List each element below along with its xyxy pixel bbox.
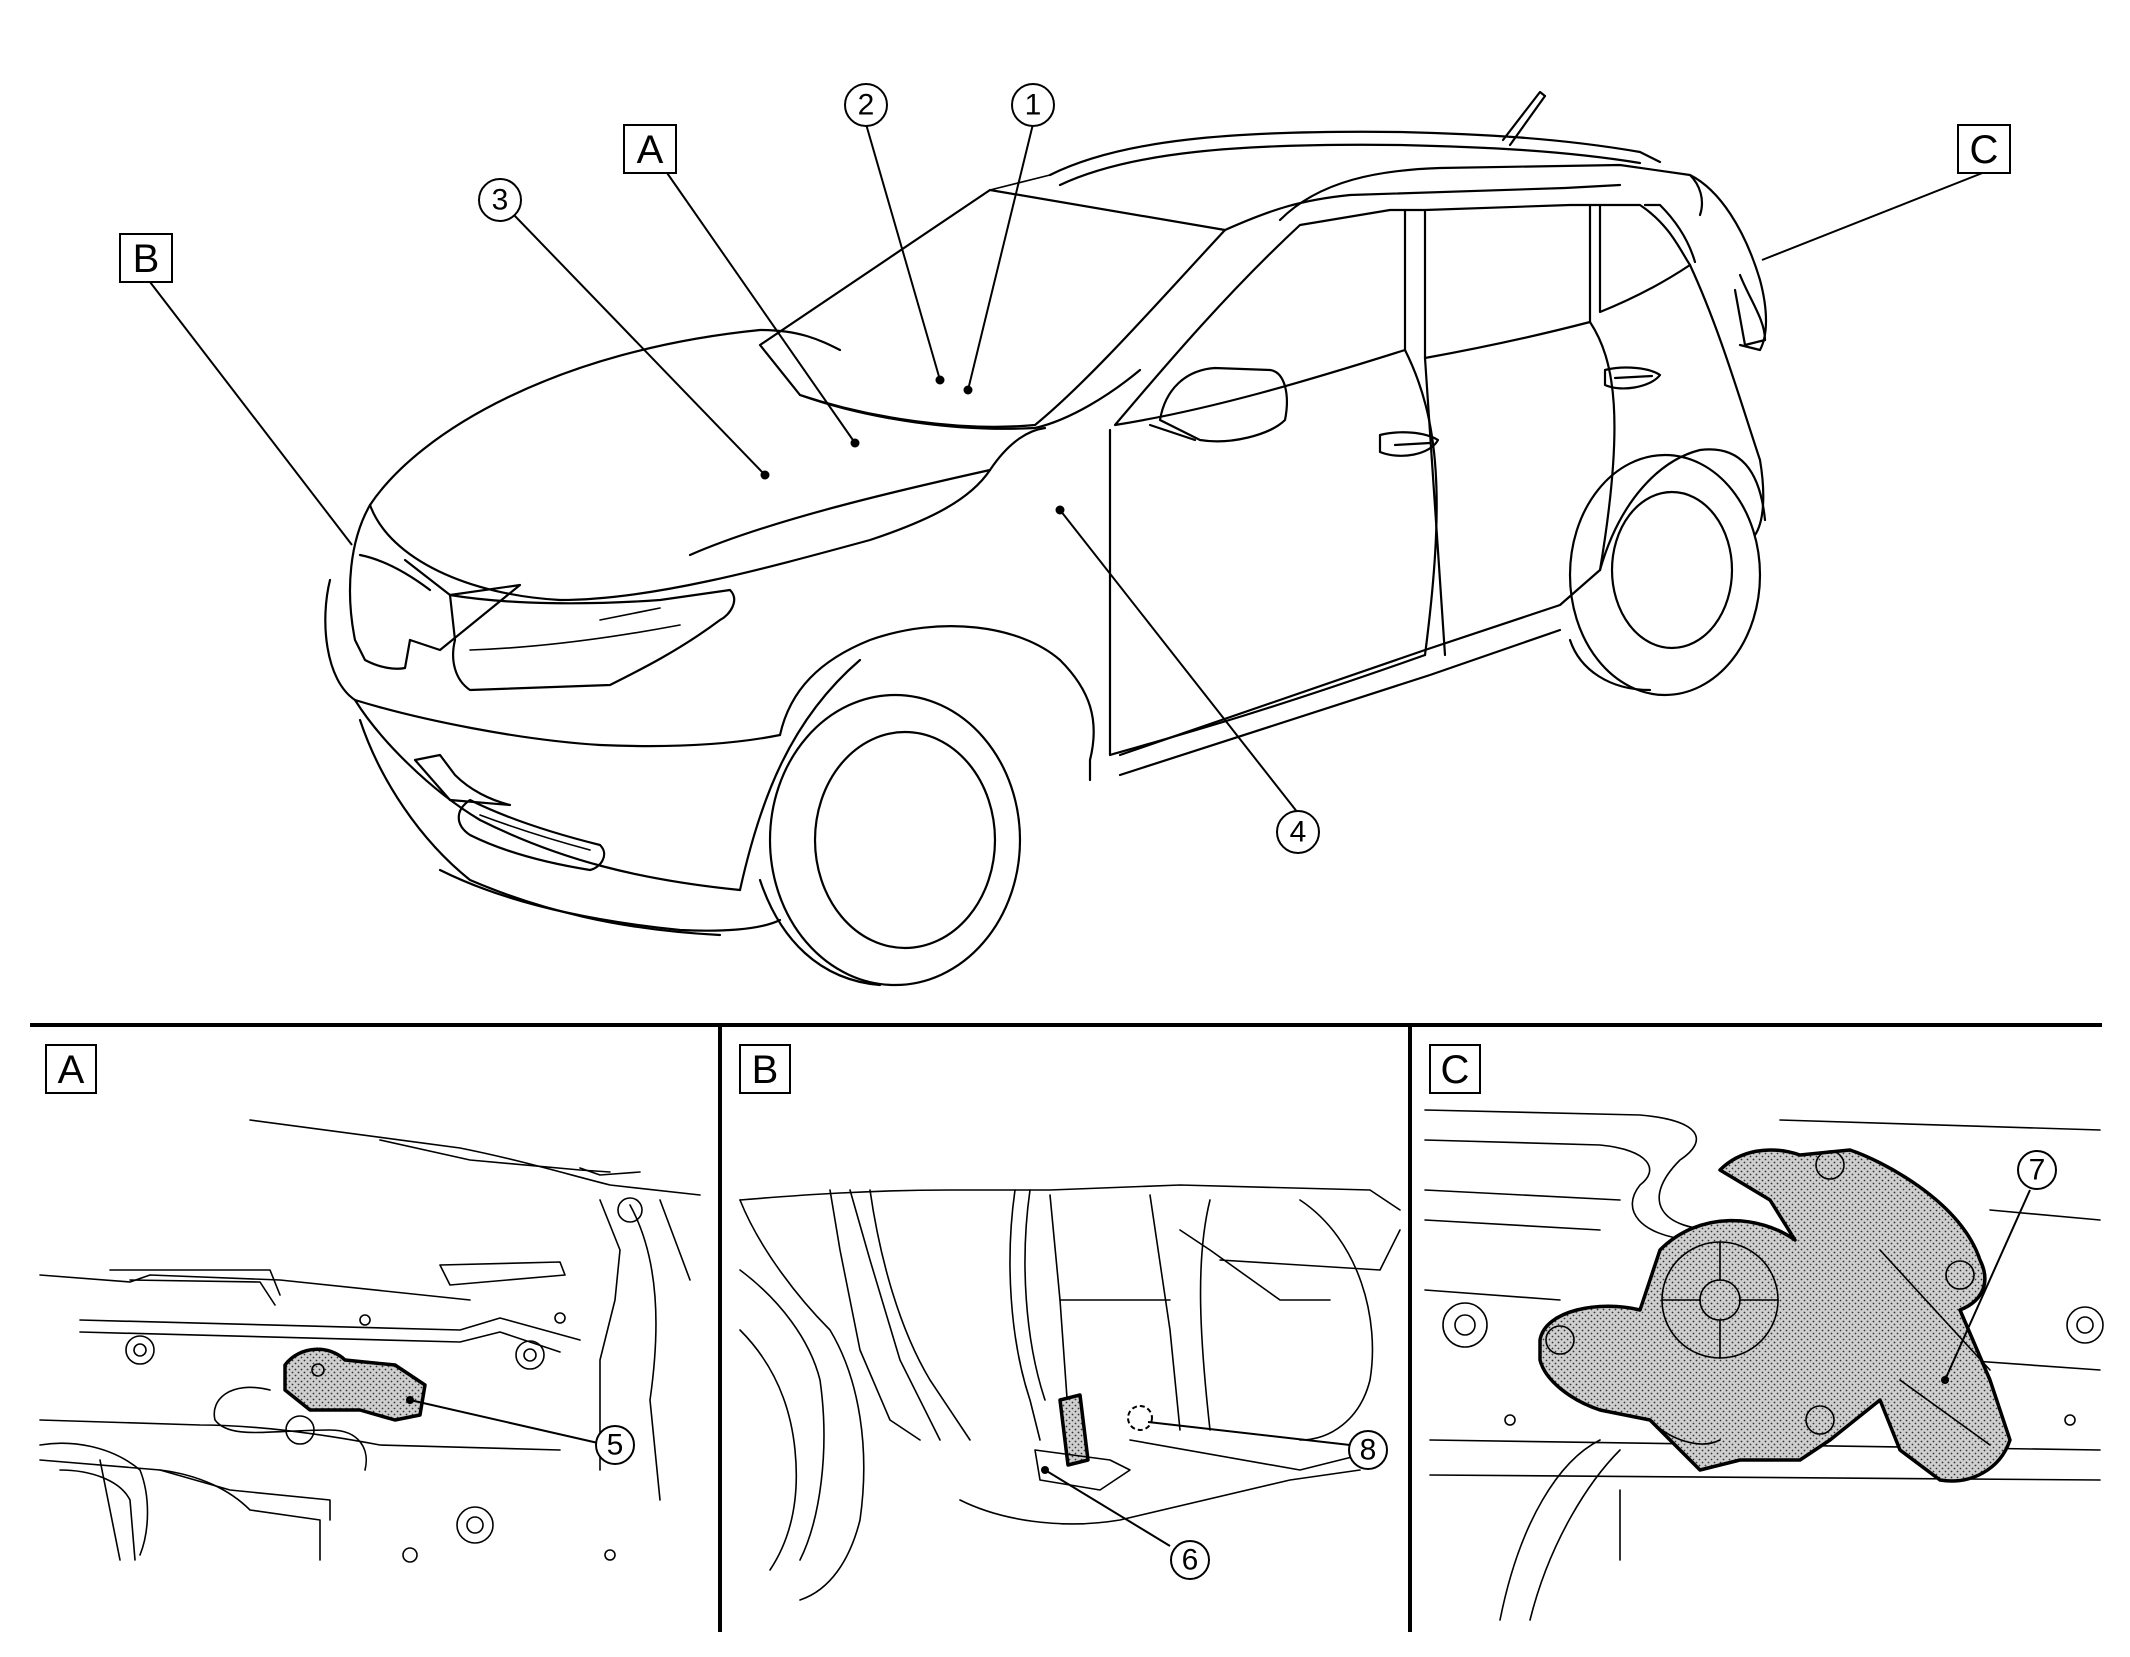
panel-c-title: C xyxy=(1429,1044,1481,1094)
view-label-a: A xyxy=(623,124,677,174)
panel-b: B 6 xyxy=(739,1044,1401,1601)
washer-level-switch xyxy=(1127,1405,1153,1431)
view-label-c: C xyxy=(1957,124,2011,174)
callout-5: 5 xyxy=(595,1425,635,1465)
svg-text:4: 4 xyxy=(1290,816,1307,849)
svg-text:6: 6 xyxy=(1182,1544,1199,1577)
svg-text:5: 5 xyxy=(607,1429,624,1462)
vehicle-overview xyxy=(324,90,1768,987)
svg-text:2: 2 xyxy=(858,89,875,122)
washer-pump xyxy=(1058,1393,1090,1467)
svg-text:1: 1 xyxy=(1025,89,1042,122)
svg-text:A: A xyxy=(637,128,664,172)
svg-text:A: A xyxy=(58,1048,85,1092)
svg-text:C: C xyxy=(1970,128,1999,172)
svg-text:C: C xyxy=(1441,1048,1470,1092)
callout-6: 6 xyxy=(1170,1540,1210,1580)
callout-1: 1 xyxy=(1011,83,1055,127)
panel-a: A xyxy=(39,1044,701,1563)
callout-2: 2 xyxy=(844,83,888,127)
panel-b-title: B xyxy=(739,1044,791,1094)
callout-4: 4 xyxy=(1276,810,1320,854)
svg-text:7: 7 xyxy=(2029,1154,2046,1187)
view-label-b: B xyxy=(119,233,173,283)
callout-7: 7 xyxy=(2017,1150,2057,1190)
panel-a-title: A xyxy=(45,1044,97,1094)
svg-text:B: B xyxy=(133,237,160,281)
svg-text:B: B xyxy=(752,1048,779,1092)
svg-text:8: 8 xyxy=(1360,1434,1377,1467)
top-leaders xyxy=(149,123,1991,814)
panel-dividers xyxy=(30,1023,2102,1632)
callout-8: 8 xyxy=(1348,1430,1388,1470)
rear-wiper-motor xyxy=(1538,1148,2012,1483)
panel-c: C xyxy=(1424,1044,2104,1621)
front-wiper-motor xyxy=(283,1347,427,1422)
callout-3: 3 xyxy=(478,178,522,222)
svg-text:3: 3 xyxy=(492,184,509,217)
